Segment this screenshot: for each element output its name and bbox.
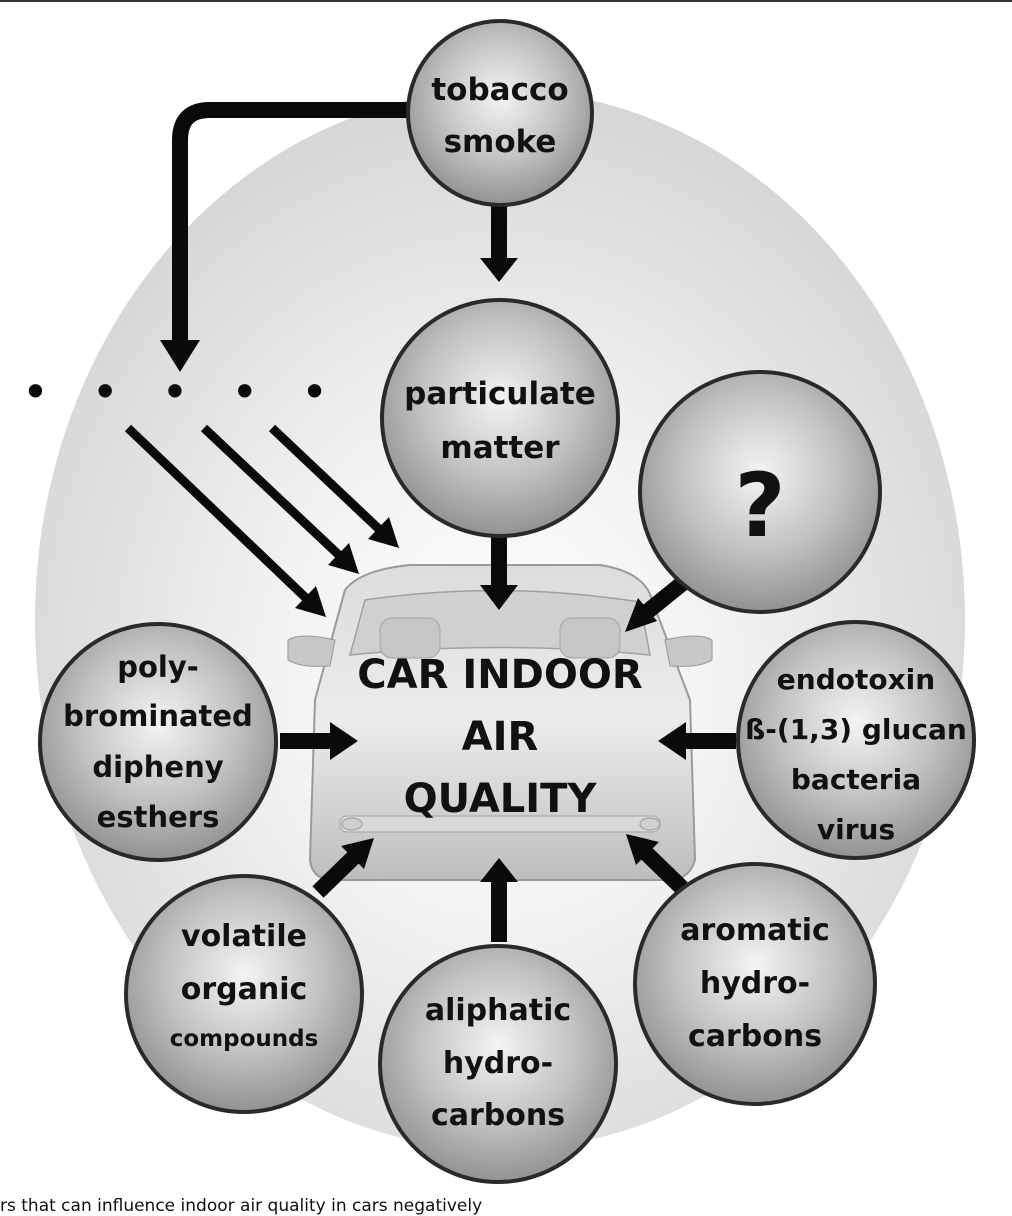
top-rule xyxy=(0,0,1012,2)
node-voc-line-1: volatile xyxy=(181,919,307,954)
aliphatic-to-car-arrowhead xyxy=(480,858,518,882)
bio-to-car-arrow xyxy=(684,733,736,749)
car-illustration xyxy=(287,564,713,881)
node-bio-line-3: bacteria xyxy=(791,763,921,796)
pbde-to-car-arrowhead xyxy=(330,722,358,760)
tobacco-to-particulate-arrow xyxy=(491,202,507,260)
particulate-to-car-arrowhead xyxy=(480,585,518,610)
node-unknown: ? xyxy=(638,370,882,614)
node-particulate: particulate matter xyxy=(380,298,620,538)
tobacco-to-dots-arrowhead xyxy=(160,340,200,372)
node-tobacco: tobacco smoke xyxy=(406,19,594,207)
arrow-group xyxy=(124,102,736,942)
node-pbde: poly- brominated dipheny esthers xyxy=(38,622,278,862)
node-tobacco-line-2: smoke xyxy=(444,124,557,160)
center-label: CAR INDOOR AIR QUALITY xyxy=(357,652,642,822)
node-aliphatic-line-2: hydro- xyxy=(443,1046,553,1081)
node-pbde-line-2: brominated xyxy=(63,699,253,733)
center-label-line-2: AIR xyxy=(462,714,539,760)
node-tobacco-line-1: tobacco xyxy=(431,72,568,108)
particulate-to-car-arrow xyxy=(491,536,507,586)
tobacco-to-particulate-arrowhead xyxy=(480,258,518,282)
bio-to-car-arrowhead xyxy=(658,722,686,760)
node-pbde-line-4: esthers xyxy=(97,800,220,834)
voc-to-car-arrow xyxy=(312,850,361,898)
node-voc-line-3: compounds xyxy=(170,1026,319,1052)
node-aliphatic-line-1: aliphatic xyxy=(425,993,571,1028)
node-bio: endotoxin ß-(1,3) glucan bacteria virus xyxy=(736,620,976,860)
question-to-car-arrowhead xyxy=(625,598,657,632)
center-label-line-3: QUALITY xyxy=(404,776,598,822)
dots-to-car-arrowhead-1 xyxy=(295,586,326,617)
more-factors-dots: • • • • • xyxy=(22,365,342,419)
dots-to-car-arrow-3 xyxy=(268,424,385,535)
aromatic-to-car-arrowhead xyxy=(626,834,659,865)
dots-to-car-arrowhead-3 xyxy=(368,517,399,548)
pbde-to-car-arrow xyxy=(280,733,332,749)
node-unknown-line-1: ? xyxy=(734,454,785,557)
node-bio-line-1: endotoxin xyxy=(777,663,935,696)
figure-caption: rs that can influence indoor air quality… xyxy=(0,1196,483,1216)
node-aromatic-line-1: aromatic xyxy=(680,913,830,948)
dots-to-car-arrow-2 xyxy=(200,424,345,561)
node-aromatic-line-3: carbons xyxy=(688,1019,822,1054)
node-aliphatic-line-3: carbons xyxy=(431,1098,565,1133)
dots-to-car-arrow-1 xyxy=(124,424,312,604)
aliphatic-to-car-arrow xyxy=(491,880,507,942)
node-bio-line-2: ß-(1,3) glucan xyxy=(745,713,967,746)
center-label-line-1: CAR INDOOR xyxy=(357,652,642,698)
question-to-car-arrow xyxy=(636,575,690,623)
node-bio-line-4: virus xyxy=(817,813,895,846)
node-pbde-line-3: dipheny xyxy=(92,750,223,784)
dots-to-car-arrowhead-2 xyxy=(328,543,359,574)
voc-to-car-arrowhead xyxy=(341,838,374,869)
node-aliphatic: aliphatic hydro- carbons xyxy=(378,944,618,1184)
node-particulate-line-1: particulate xyxy=(404,376,596,412)
node-voc: volatile organic compounds xyxy=(124,874,364,1114)
tobacco-to-dots-arrow xyxy=(172,102,412,345)
node-aromatic: aromatic hydro- carbons xyxy=(633,862,877,1106)
node-aromatic-line-2: hydro- xyxy=(700,966,810,1001)
node-voc-line-2: organic xyxy=(181,972,308,1007)
node-pbde-line-1: poly- xyxy=(117,650,199,684)
aromatic-to-car-arrow xyxy=(639,846,688,894)
node-particulate-line-2: matter xyxy=(440,430,560,466)
